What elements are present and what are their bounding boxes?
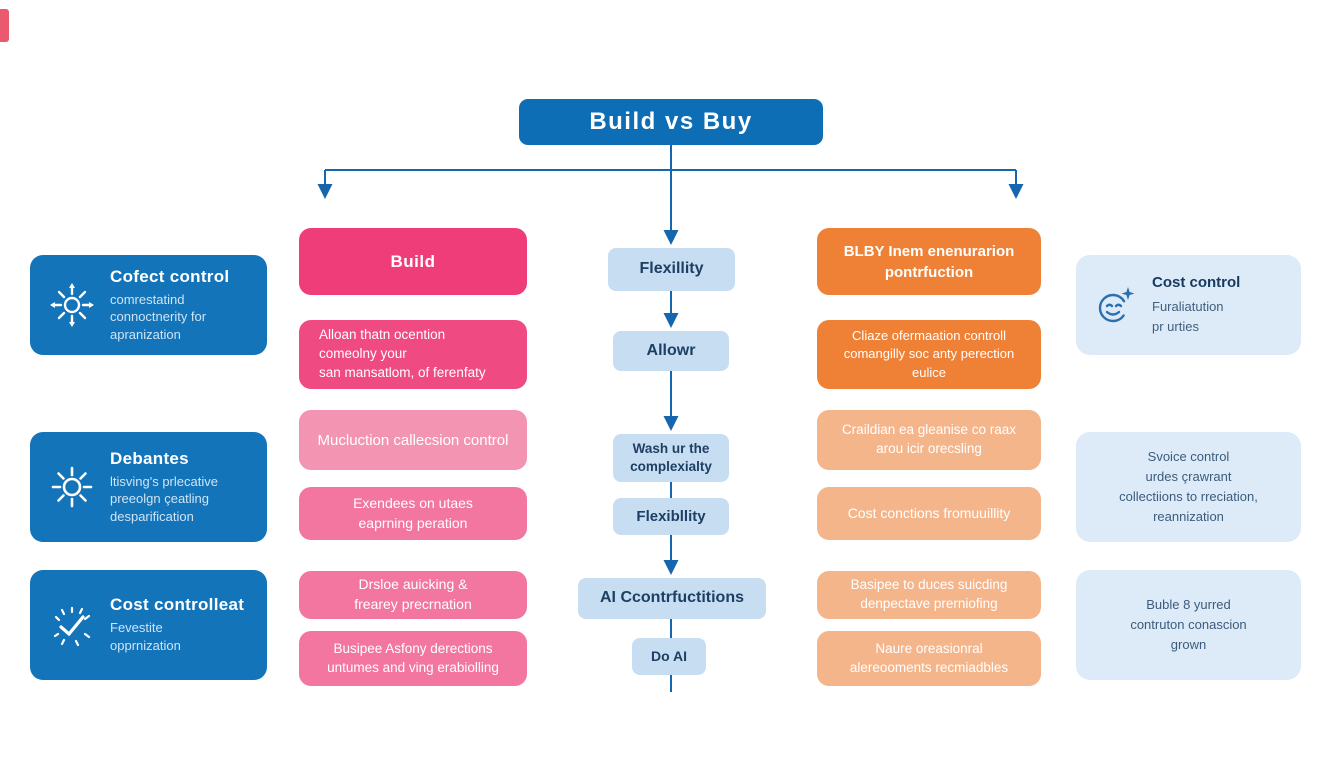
card-body: comrestatind connoctnerity for apranizat… bbox=[110, 291, 207, 342]
center-step-5: AI Ccontrfuctitions bbox=[578, 578, 766, 619]
build-item-4: Drsloe auicking & frearey precrnation bbox=[299, 571, 527, 619]
build-header: Build bbox=[299, 228, 527, 295]
card-title: Cost control bbox=[1152, 274, 1241, 291]
card-body: Furaliatution pr urties bbox=[1152, 299, 1224, 334]
right-feature-card-1: Cost control Furaliatution pr urties bbox=[1076, 255, 1301, 355]
build-item-2: Mucluction callecsion control bbox=[299, 410, 527, 470]
card-title: Cofect control bbox=[110, 266, 230, 286]
buy-item-1: Cliaze ofermaation controll comangilly s… bbox=[817, 320, 1041, 389]
left-feature-card-2: Debantes ltisving's prlecative preeolgn … bbox=[30, 432, 267, 542]
center-step-4: Flexibllity bbox=[613, 498, 729, 535]
spark-arrows-icon bbox=[50, 283, 94, 327]
card-title: Cost controlleat bbox=[110, 595, 245, 615]
smiley-star-icon bbox=[1098, 287, 1135, 323]
left-feature-card-1: Cofect control comrestatind connoctnerit… bbox=[30, 255, 267, 355]
center-step-6: Do AI bbox=[632, 638, 706, 675]
right-feature-card-2: Svoice control urdes çrawrant collectiio… bbox=[1076, 432, 1301, 542]
build-item-1: Alloan thatn ocention comeolny your san … bbox=[299, 320, 527, 389]
card-body: ltisving's prlecative preeolgn çeatling … bbox=[110, 473, 218, 524]
check-sparkle-icon bbox=[53, 606, 91, 647]
right-feature-card-3: Buble 8 yurred contruton conascion grown bbox=[1076, 570, 1301, 680]
buy-item-3: Cost conctions fromuuillity bbox=[817, 487, 1041, 540]
build-header-label: Build bbox=[390, 251, 436, 271]
card-body: Fevestite opprnization bbox=[110, 620, 181, 653]
build-item-3: Exendees on utaes eaprning peration bbox=[299, 487, 527, 540]
center-step-2: Allowr bbox=[613, 331, 729, 371]
card-title: Debantes bbox=[110, 448, 189, 468]
buy-item-2: Craildian ea gleanise co raax arou icir … bbox=[817, 410, 1041, 470]
center-step-3: Wash ur the complexialty bbox=[613, 434, 729, 482]
sun-icon bbox=[51, 466, 93, 508]
buy-header: BLBY Inem enenurarion pontrfuction bbox=[817, 228, 1041, 295]
buy-item-4: Basipee to duces suicding denpectave pre… bbox=[817, 571, 1041, 619]
build-item-5: Busipee Asfony derections untumes and vi… bbox=[299, 631, 527, 686]
title-label: Build vs Buy bbox=[589, 108, 753, 135]
red-corner-mark bbox=[0, 9, 9, 42]
title-node: Build vs Buy bbox=[519, 99, 823, 145]
left-feature-card-3: Cost controlleat Fevestite opprnization bbox=[30, 570, 267, 680]
center-step-1: Flexillity bbox=[608, 248, 735, 291]
buy-item-5: Naure oreasionral alereooments recmiadbl… bbox=[817, 631, 1041, 686]
